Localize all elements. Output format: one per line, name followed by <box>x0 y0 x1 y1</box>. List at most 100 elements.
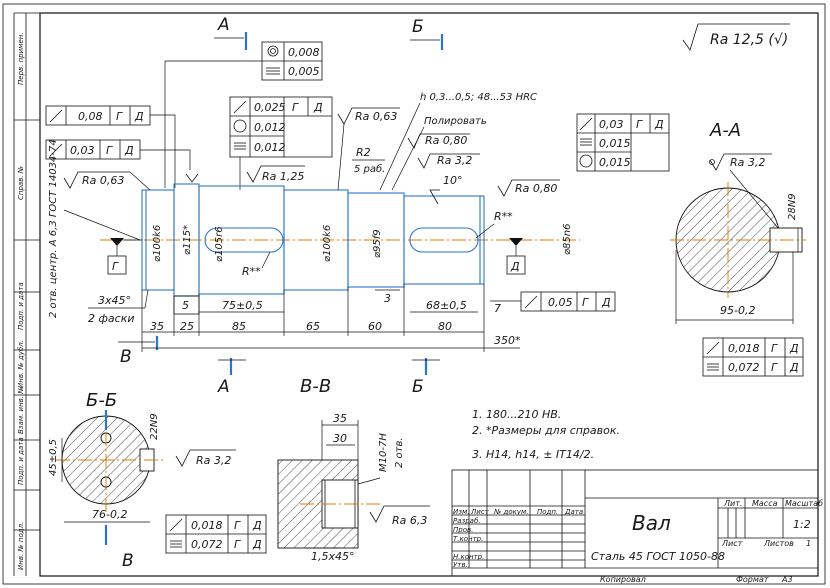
svg-text:350*: 350* <box>494 334 521 347</box>
svg-text:R2: R2 <box>356 146 371 159</box>
tol-frame-003-left: 0,03 Г Д <box>45 139 191 170</box>
svg-text:Лист: Лист <box>470 508 490 516</box>
svg-text:35: 35 <box>150 320 164 333</box>
svg-text:Д: Д <box>313 101 323 114</box>
tol-frame-0025: 0,025 Г Д 0,012 0,012 <box>229 96 333 190</box>
keyway-2 <box>409 227 479 253</box>
section-bb: Б-Б В 22N9 45±0,5 Ra 3,2 76-0,2 0,018 0,… <box>48 390 267 571</box>
svg-text:⌀85n6: ⌀85n6 <box>562 224 573 255</box>
svg-text:85: 85 <box>232 320 246 333</box>
svg-text:0,03: 0,03 <box>70 144 95 157</box>
svg-text:В: В <box>122 551 134 571</box>
svg-text:2 фаски: 2 фаски <box>88 312 134 325</box>
svg-text:A3: A3 <box>781 575 793 584</box>
svg-text:Утв.: Утв. <box>453 561 468 569</box>
svg-text:Лист: Лист <box>721 539 743 548</box>
section-marker-v: В <box>118 336 159 367</box>
section-aa: А-А Ra 3,2 28N9 95-0,2 0,018 0,072 Г Д Г… <box>670 120 806 377</box>
svg-text:⌀100k6: ⌀100k6 <box>322 225 333 262</box>
svg-text:Дата: Дата <box>564 508 583 516</box>
svg-text:0,018: 0,018 <box>728 342 760 355</box>
svg-text:0,072: 0,072 <box>191 538 223 551</box>
svg-text:Полировать: Полировать <box>424 116 487 127</box>
svg-text:Д: Д <box>789 342 799 355</box>
svg-text:0,08: 0,08 <box>78 110 103 123</box>
svg-text:Г: Г <box>116 110 123 123</box>
svg-text:Формат: Формат <box>736 575 769 584</box>
drawing-frame <box>39 12 819 577</box>
svg-text:Изм.: Изм. <box>453 508 469 516</box>
strip-label-7: Инв. № подл. <box>17 522 25 570</box>
chamfer-note: 3x45° 2 фаски <box>88 289 149 325</box>
strip-label-4: Инв. № дубл. <box>17 340 25 388</box>
svg-text:65: 65 <box>306 320 320 333</box>
svg-text:Б: Б <box>412 17 424 37</box>
general-roughness-text: Ra 12,5 (√) <box>710 32 788 48</box>
datum-g: Г <box>107 238 142 275</box>
svg-text:⌀115*: ⌀115* <box>182 225 193 255</box>
svg-text:0,025: 0,025 <box>254 101 286 114</box>
left-strip: Перв. примен. Справ. № Подп. и дата Инв.… <box>13 12 40 576</box>
svg-text:Д: Д <box>134 110 144 123</box>
part-name: Вал <box>632 511 671 535</box>
technical-notes: 1. 180...210 HB. 2. *Размеры для справок… <box>472 408 620 461</box>
general-roughness: Ra 12,5 (√) <box>682 23 790 51</box>
section-marker-a-bottom: А <box>217 358 246 397</box>
svg-text:А-А: А-А <box>709 120 741 141</box>
svg-text:R**: R** <box>242 265 261 278</box>
strip-label-5: Взам. инв. № <box>17 386 25 434</box>
svg-text:Г: Г <box>106 144 113 157</box>
svg-text:0,072: 0,072 <box>728 361 760 374</box>
svg-text:h 0,3...0,5; 48...53 HRC: h 0,3...0,5; 48...53 HRC <box>420 92 537 103</box>
tol-frame-0008: 0,008 0,005 <box>164 41 323 188</box>
svg-text:Д: Д <box>654 118 664 131</box>
svg-text:80: 80 <box>438 320 452 333</box>
svg-text:Ra 6,3: Ra 6,3 <box>392 514 427 527</box>
svg-text:5: 5 <box>182 299 189 312</box>
svg-text:⌀100k6: ⌀100k6 <box>152 225 163 262</box>
svg-text:2. *Размеры для справок.: 2. *Размеры для справок. <box>472 424 620 437</box>
svg-text:10°: 10° <box>443 174 463 187</box>
svg-text:Д: Д <box>601 296 611 309</box>
svg-text:0,018: 0,018 <box>191 519 223 532</box>
svg-text:Ra 0,80: Ra 0,80 <box>515 182 557 195</box>
svg-text:75±0,5: 75±0,5 <box>222 299 263 312</box>
svg-text:0,05: 0,05 <box>548 296 573 309</box>
svg-text:25: 25 <box>180 320 194 333</box>
svg-text:⌀105r6: ⌀105r6 <box>214 226 225 262</box>
svg-text:№ докум.: № докум. <box>493 508 529 516</box>
keyway-1 <box>204 227 284 253</box>
strip-label-3: Подп. и дата <box>17 282 25 330</box>
svg-text:Г: Г <box>582 296 589 309</box>
svg-text:1. 180...210 HB.: 1. 180...210 HB. <box>472 408 561 421</box>
svg-text:Г: Г <box>292 101 299 114</box>
svg-text:0,015: 0,015 <box>599 156 631 169</box>
svg-text:7: 7 <box>494 302 501 315</box>
svg-text:Лит.: Лит. <box>723 499 742 508</box>
svg-text:Г: Г <box>771 342 778 355</box>
roughness-labels: Ra 0,63 Ra 1,25 Ra 0,63 Ra 0,80 Ra 3,2 R… <box>63 92 560 278</box>
svg-text:M10-7H: M10-7H <box>378 433 389 472</box>
svg-text:В-В: В-В <box>300 376 331 397</box>
svg-text:Д: Д <box>252 538 262 551</box>
center-hole-note: 2 отв. центр. А 6,3 ГОСТ 14034-74 <box>48 139 141 318</box>
svg-text:Ra 1,25: Ra 1,25 <box>262 170 304 183</box>
section-marker-a-top: А <box>214 15 248 50</box>
length-dims: 35 25 85 65 60 80 350* 5 75±0,5 3 68±0,5… <box>141 284 521 352</box>
svg-text:3. H14, h14, ± IT14/2.: 3. H14, h14, ± IT14/2. <box>472 448 594 461</box>
material: Сталь 45 ГОСТ 1050-88 <box>591 550 725 563</box>
svg-text:1:2: 1:2 <box>793 518 811 531</box>
svg-text:Т.контр.: Т.контр. <box>453 535 483 543</box>
svg-text:Г: Г <box>234 538 241 551</box>
svg-text:Д: Д <box>789 361 799 374</box>
svg-text:3: 3 <box>384 292 391 305</box>
diameter-labels: ⌀100k6 ⌀115* ⌀105r6 ⌀100k6 ⌀95f9 ⌀85n6 <box>152 224 573 262</box>
title-block: Изм. Лист № докум. Подп. Дата Разраб. Пр… <box>451 469 823 584</box>
svg-text:Г: Г <box>112 260 119 273</box>
svg-text:35: 35 <box>333 412 347 425</box>
svg-text:30: 30 <box>333 432 347 445</box>
outer-border <box>2 3 826 585</box>
svg-text:А: А <box>217 377 230 397</box>
svg-text:Подп.: Подп. <box>537 508 558 516</box>
